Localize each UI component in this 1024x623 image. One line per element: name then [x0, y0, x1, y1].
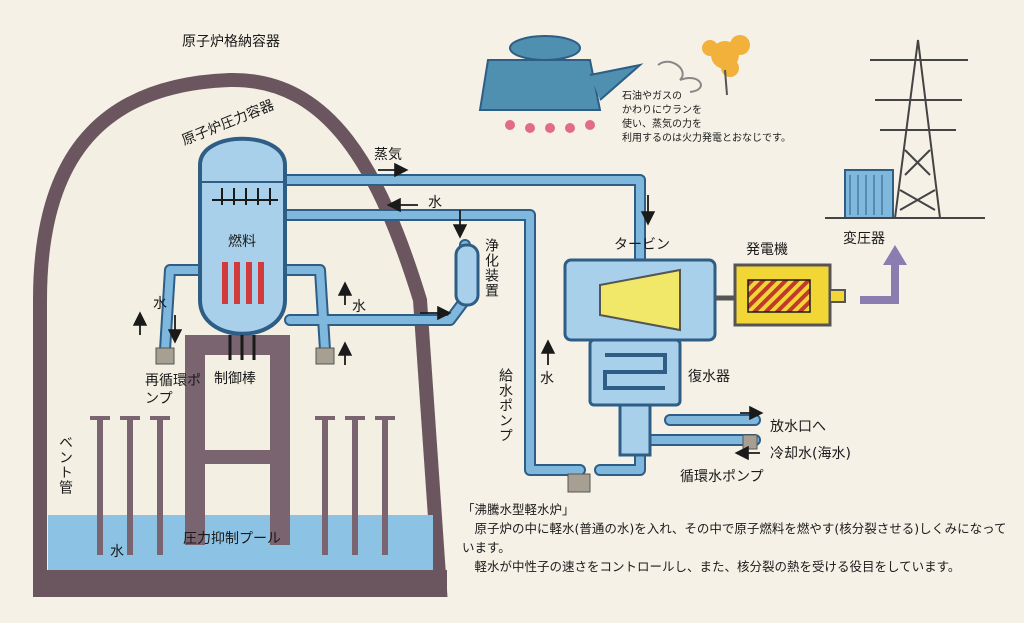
transformer [844, 169, 894, 219]
kettle-caption-line: 石油やガスの [622, 91, 682, 102]
description-title: 「沸騰水型軽水炉」 [462, 502, 575, 517]
turbine-label: タービン [614, 237, 670, 253]
kettle-caption-line: かわりにウランを [622, 105, 702, 116]
recirculation-pump-right [315, 347, 335, 365]
feed-pump [567, 473, 591, 493]
purifier-label: 浄化装置 [483, 238, 499, 298]
description-line-2: 軽水が中性子の速さをコントロールし、また、核分裂の熱を受ける役目をしています。 [474, 559, 961, 574]
recirculation-pump-label: 再循環ポンプ [145, 373, 201, 407]
pipe-network-fill [161, 176, 759, 474]
circulating-pump-label: 循環水ポンプ [680, 469, 764, 485]
water-return-label: 水 [428, 195, 442, 211]
water-left-label: 水 [153, 296, 167, 312]
kettle-caption-line: 使い、蒸気の力を [622, 119, 702, 130]
vent-pipes [90, 416, 395, 555]
cooling-water-label: 冷却水(海水) [770, 446, 851, 462]
reactor-pedestal [185, 335, 290, 545]
flow-arrows [132, 162, 764, 461]
description-block: 「沸騰水型軽水炉」 原子炉の中に軽水(普通の水)を入れ、その中で原子燃料を燃やす… [462, 500, 1007, 576]
power-arrow [860, 262, 899, 304]
uranium-flame-icon [702, 35, 750, 77]
feed-water-label: 水 [540, 371, 554, 387]
kettle-caption-line: 利用するのは火力発電とおなじです。 [622, 133, 791, 144]
generator [733, 263, 846, 327]
control-rods [228, 335, 256, 360]
circulating-pump [742, 434, 758, 450]
containment-base [33, 570, 447, 592]
steam-separators [212, 188, 278, 205]
transformer-label: 変圧器 [843, 231, 885, 247]
purifier-tank [454, 243, 480, 307]
vent-pipe-label: ベント管 [57, 435, 73, 495]
flame-icon [505, 120, 595, 133]
control-rod-label: 制御棒 [214, 371, 256, 387]
fuel-rods [222, 262, 264, 304]
fuel-label: 燃料 [228, 234, 256, 250]
condenser-label: 復水器 [688, 369, 730, 385]
recirculation-pump-left [155, 347, 175, 365]
power-pylon [870, 39, 968, 219]
pool-water-label: 水 [110, 544, 124, 560]
steam-label: 蒸気 [374, 147, 402, 163]
suppression-pool-water [48, 515, 433, 575]
generator-label: 発電機 [746, 242, 788, 258]
description-line-1: 原子炉の中に軽水(普通の水)を入れ、その中で原子燃料を燃やす(核分裂させる)しく… [462, 521, 1007, 555]
pressure-vessel [198, 136, 287, 360]
condenser [588, 338, 682, 457]
kettle-illustration [478, 35, 750, 133]
outlet-label: 放水口へ [770, 419, 826, 435]
suppression-pool-label: 圧力抑制プール [183, 531, 281, 547]
kettle-caption: 石油やガスの かわりにウランを 使い、蒸気の力を 利用するのは火力発電とおなじで… [622, 90, 822, 146]
water-mid-label: 水 [352, 299, 366, 315]
containment-vessel-label: 原子炉格納容器 [182, 34, 280, 50]
feed-pump-label: 給水ポンプ [497, 368, 513, 443]
turbine [563, 258, 717, 342]
